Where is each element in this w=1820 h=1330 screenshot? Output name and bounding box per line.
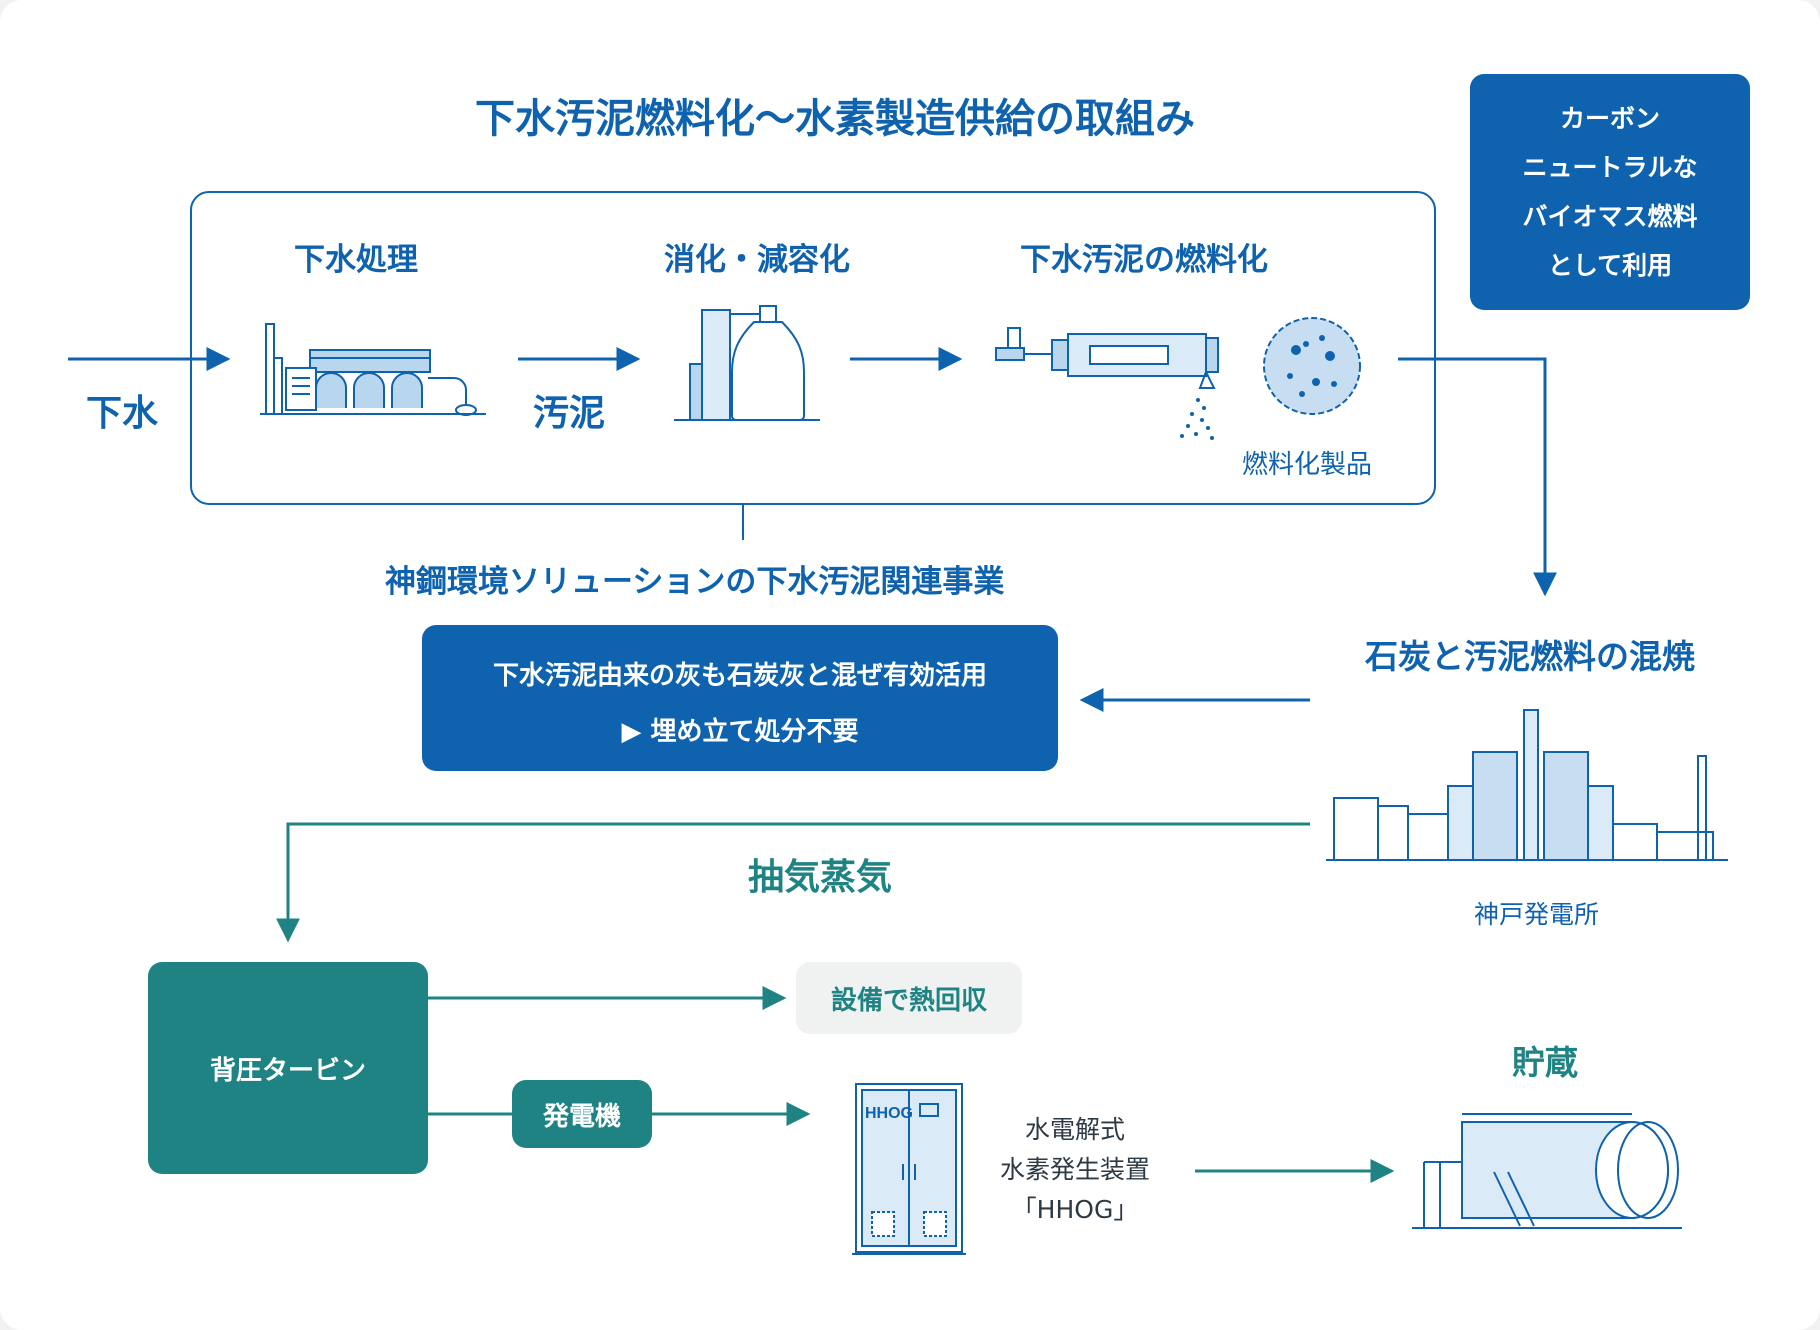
sewage-plant-icon — [260, 323, 486, 416]
carbon-line-3: バイオマス燃料 — [1522, 202, 1698, 231]
extraction-steam-label: 抽気蒸気 — [748, 857, 893, 898]
cofiring-title: 石炭と汚泥燃料の混焼 — [1365, 637, 1695, 676]
generator-box: 発電機 — [512, 1080, 652, 1148]
step-sewage-treatment: 下水処理 — [294, 242, 418, 278]
power-plant-icon — [1326, 709, 1728, 861]
sewage-input-label: 下水 — [86, 393, 159, 434]
arrow-to-cofiring — [1398, 357, 1557, 597]
step-fuelization: 下水汚泥の燃料化 — [1020, 242, 1268, 278]
generator-label: 発電機 — [542, 1101, 621, 1132]
hhog-label: 水電解式 水素発生装置 「HHOG」 — [978, 1110, 1172, 1230]
ash-line-2: ▶ 埋め立て処分不要 — [621, 717, 859, 747]
carbon-line-4: として利用 — [1547, 251, 1673, 280]
hhog-label-line-1: 水電解式 — [1024, 1115, 1125, 1144]
backpressure-turbine-box: 背圧タービン — [148, 962, 428, 1174]
fuel-product-label: 燃料化製品 — [1242, 450, 1373, 480]
ash-line-1: 下水汚泥由来の灰も石炭灰と混ぜ有効活用 — [492, 661, 987, 691]
sewage-group-box — [190, 191, 1436, 505]
hhog-label-line-3: 「HHOG」 — [1011, 1195, 1139, 1224]
ash-utilization-box: 下水汚泥由来の灰も石炭灰と混ぜ有効活用 ▶ 埋め立て処分不要 — [422, 625, 1058, 771]
fuel-product-icon — [1263, 317, 1361, 415]
heat-recovery-label: 設備で熱回収 — [830, 985, 987, 1016]
page-title: 下水汚泥燃料化〜水素製造供給の取組み — [475, 96, 1195, 142]
hhog-device-icon: HHOG — [852, 1083, 966, 1255]
hhog-device-text: HHOG — [865, 1105, 913, 1122]
fuelization-machine-icon — [995, 327, 1219, 440]
hhog-label-line-2: 水素発生装置 — [999, 1155, 1150, 1184]
group-caption: 神鋼環境ソリューションの下水汚泥関連事業 — [385, 564, 1005, 600]
sludge-label: 汚泥 — [533, 393, 606, 434]
kobe-plant-label: 神戸発電所 — [1474, 900, 1600, 929]
step-digestion: 消化・減容化 — [664, 242, 850, 278]
carbon-line-2: ニュートラルな — [1522, 153, 1698, 182]
arrow-steam — [276, 822, 1310, 943]
storage-tank-icon — [1412, 1113, 1682, 1229]
storage-label: 貯蔵 — [1512, 1043, 1578, 1082]
digestion-tank-icon — [674, 305, 820, 421]
carbon-neutral-box: カーボン ニュートラルな バイオマス燃料 として利用 — [1470, 74, 1750, 310]
carbon-line-1: カーボン — [1559, 104, 1660, 133]
heat-recovery-box: 設備で熱回収 — [796, 962, 1022, 1034]
turbine-label: 背圧タービン — [209, 1055, 366, 1086]
